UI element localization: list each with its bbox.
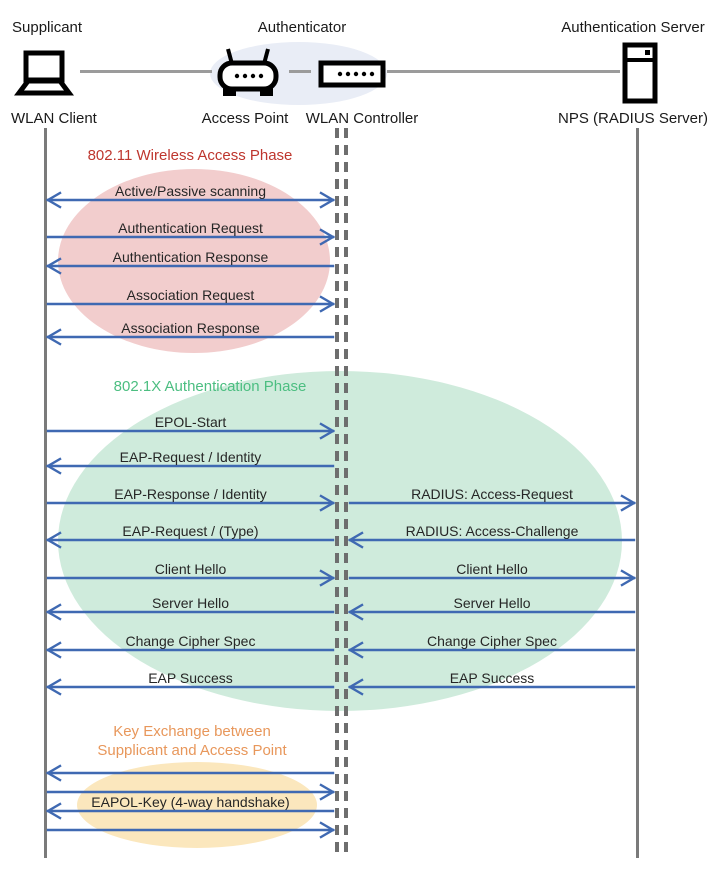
message: Client Hello [348,561,636,590]
lifeline-radius-server [636,128,639,858]
device-label-wlan-client: WLAN Client [11,110,97,127]
message-arrow [46,228,335,246]
message-label: EAPOL-Key (4-way handshake) [91,794,290,810]
message [46,761,335,785]
message-label: EAP-Request / Identity [119,449,262,465]
phase1-title: 802.11 Wireless Access Phase [87,147,293,164]
message-label: Change Cipher Spec [125,633,256,649]
message-label: RADIUS: Access-Request [411,486,573,502]
message: Server Hello [348,595,636,624]
message-arrow [46,603,335,621]
message-arrow [46,328,335,346]
message-arrow [46,569,335,587]
message: Client Hello [46,561,335,590]
message-label: Active/Passive scanning [115,183,266,199]
message: EAP-Request / Identity [46,449,335,478]
message-label: EPOL-Start [154,414,227,430]
server-icon [622,42,658,104]
message-arrow [46,641,335,659]
message: Authentication Response [46,249,335,278]
message-label: Client Hello [154,561,227,577]
message-arrow [46,457,335,475]
message-arrow [46,821,335,839]
message-arrow [348,569,636,587]
message-arrow [46,802,335,820]
message-label: Server Hello [151,595,230,611]
phase2-title: 802.1X Authentication Phase [113,378,307,395]
message: Authentication Request [46,220,335,249]
message-arrow [348,603,636,621]
message-label: Association Response [121,320,260,336]
phase3-title: Key Exchange between Supplicant and Acce… [52,722,332,760]
lifeline-wlan-client [44,128,47,858]
message-label: Association Request [126,287,255,303]
message-arrow [46,783,335,801]
message: Change Cipher Spec [46,633,335,662]
message-arrow [46,295,335,313]
message: EAP Success [46,670,335,699]
device-label-access-point: Access Point [201,110,289,127]
message-arrow [46,257,335,275]
device-label-nps-radius-server: NPS (RADIUS Server) [557,110,709,127]
message: Active/Passive scanning [46,183,335,212]
message: Association Request [46,287,335,316]
message-arrow [46,422,335,440]
message [46,780,335,804]
message [46,818,335,842]
message-arrow [46,531,335,549]
message-arrow [46,191,335,209]
message-arrow [348,494,636,512]
message: EAPOL-Key (4-way handshake) [46,794,335,823]
role-label-authentication-server: Authentication Server [561,19,705,36]
message-arrow [46,764,335,782]
message-label: EAP-Response / Identity [114,486,267,502]
message-label: EAP Success [449,670,535,686]
access-point-icon [212,46,284,102]
connector-line-controller-server [387,70,620,73]
message: EAP-Request / (Type) [46,523,335,552]
message-label: Client Hello [456,561,528,577]
message-label: EAP Success [148,670,233,686]
phase3-ellipse [77,762,317,848]
message-arrow [348,641,636,659]
lifeline-wlan-controller-dashed-left [335,128,339,858]
role-label-supplicant: Supplicant [12,19,83,36]
message-label: Authentication Request [118,220,263,236]
message: Server Hello [46,595,335,624]
phase3-title-line2: Supplicant and Access Point [97,742,287,759]
connector-line-ap-controller [289,70,311,73]
lifeline-wlan-controller-dashed-right [344,128,348,858]
message-label: Change Cipher Spec [427,633,557,649]
message-label: RADIUS: Access-Challenge [405,523,579,539]
phase3-title-line1: Key Exchange between [113,723,271,740]
message: RADIUS: Access-Request [348,486,636,515]
message-label: EAP-Request / (Type) [122,523,259,539]
message: EAP Success [348,670,636,699]
message-label: Authentication Response [112,249,269,265]
message: EPOL-Start [46,414,335,443]
wlan-controller-icon [318,60,386,88]
message: Change Cipher Spec [348,633,636,662]
message: RADIUS: Access-Challenge [348,523,636,552]
connector-line-client-ap [80,70,212,73]
device-label-wlan-controller: WLAN Controller [305,110,419,127]
message: EAP-Response / Identity [46,486,335,515]
role-label-authenticator: Authenticator [257,19,347,36]
message-arrow [348,531,636,549]
laptop-icon [12,50,76,98]
message-arrow [46,678,335,696]
message-arrow [348,678,636,696]
message-arrow [46,494,335,512]
message-label: Server Hello [453,595,531,611]
message: Association Response [46,320,335,349]
